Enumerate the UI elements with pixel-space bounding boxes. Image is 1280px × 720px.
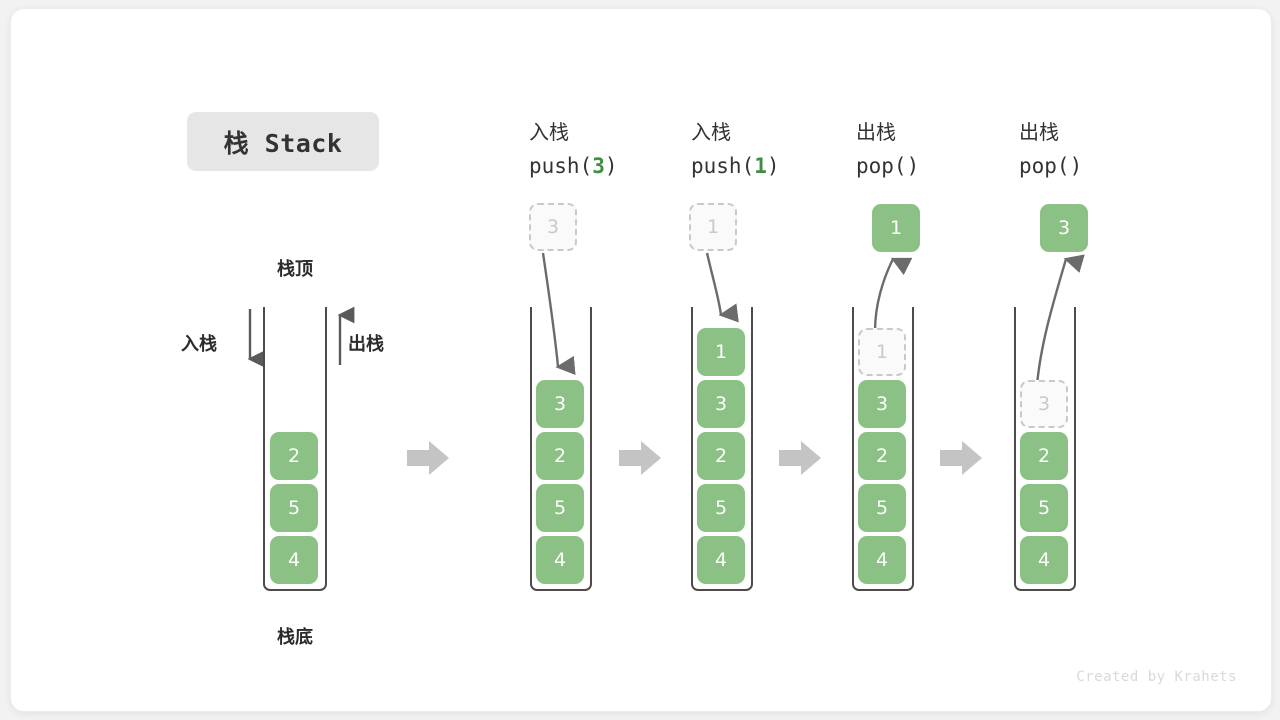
stack-cell: 4: [858, 536, 906, 584]
page-title: 栈 Stack: [187, 112, 379, 171]
step-header-code: push(3): [529, 154, 618, 178]
step-header-code: pop(): [856, 154, 920, 178]
stack-container-pop-3: [1014, 307, 1076, 591]
step-header-push-1: 入栈 push(1): [691, 115, 780, 183]
stack-cell: 2: [270, 432, 318, 480]
step-header-cn: 入栈: [691, 120, 731, 144]
push-motion-arrow-icon: [541, 252, 576, 376]
flow-arrow-icon: [779, 441, 821, 475]
stack-cell: 5: [536, 484, 584, 532]
stack-cell: 2: [1020, 432, 1068, 480]
pop-motion-arrow-icon: [873, 257, 913, 332]
stack-container-push-1: [691, 307, 753, 591]
stack-cell: 3: [536, 380, 584, 428]
stack-cell: 3: [697, 380, 745, 428]
stack-container-pop-1: [852, 307, 914, 591]
floating-cell-ghost: 1: [689, 203, 737, 251]
flow-arrow-icon: [407, 441, 449, 475]
stack-cell: 5: [1020, 484, 1068, 532]
push-motion-arrow-icon: [705, 252, 739, 323]
step-header-cn: 入栈: [529, 120, 569, 144]
stack-cell: 5: [270, 484, 318, 532]
step-header-code: push(1): [691, 154, 780, 178]
stack-cell: 3: [858, 380, 906, 428]
popped-cell: 1: [872, 204, 920, 252]
step-header-cn: 出栈: [1019, 120, 1059, 144]
step-header-code: pop(): [1019, 154, 1083, 178]
stack-cell: 5: [858, 484, 906, 532]
stack-cell-ghost: 1: [858, 328, 906, 376]
step-header-cn: 出栈: [856, 120, 896, 144]
stack-cell: 4: [270, 536, 318, 584]
stack-cell: 1: [697, 328, 745, 376]
floating-cell-ghost: 3: [529, 203, 577, 251]
stack-cell: 4: [697, 536, 745, 584]
pop-motion-arrow-icon: [1035, 254, 1085, 386]
step-header-pop-1: 出栈 pop(): [856, 115, 919, 183]
flow-arrow-icon: [619, 441, 661, 475]
flow-arrow-icon: [940, 441, 982, 475]
step-header-pop-3: 出栈 pop(): [1019, 115, 1082, 183]
step-header-push-3: 入栈 push(3): [529, 115, 618, 183]
stack-top-label: 栈顶: [277, 259, 313, 280]
pop-direction-arrow-icon: [337, 306, 355, 365]
stack-cell: 4: [1020, 536, 1068, 584]
popped-cell: 3: [1040, 204, 1088, 252]
stack-cell: 2: [697, 432, 745, 480]
stack-cell-ghost: 3: [1020, 380, 1068, 428]
stack-cell: 2: [858, 432, 906, 480]
stack-cell: 2: [536, 432, 584, 480]
push-direction-arrow-icon: [247, 309, 265, 368]
stack-container-initial: [263, 307, 327, 591]
watermark: Created by Krahets: [1076, 669, 1237, 685]
pop-side-label: 出栈: [348, 334, 384, 355]
stack-container-push-3: [530, 307, 592, 591]
stack-cell: 5: [697, 484, 745, 532]
diagram-canvas: 栈 Stack 栈顶 入栈 出栈 2 5 4 栈底 入栈 push(3) 3: [10, 8, 1272, 712]
stack-cell: 4: [536, 536, 584, 584]
push-side-label: 入栈: [181, 334, 217, 355]
stack-bottom-label: 栈底: [277, 627, 313, 648]
